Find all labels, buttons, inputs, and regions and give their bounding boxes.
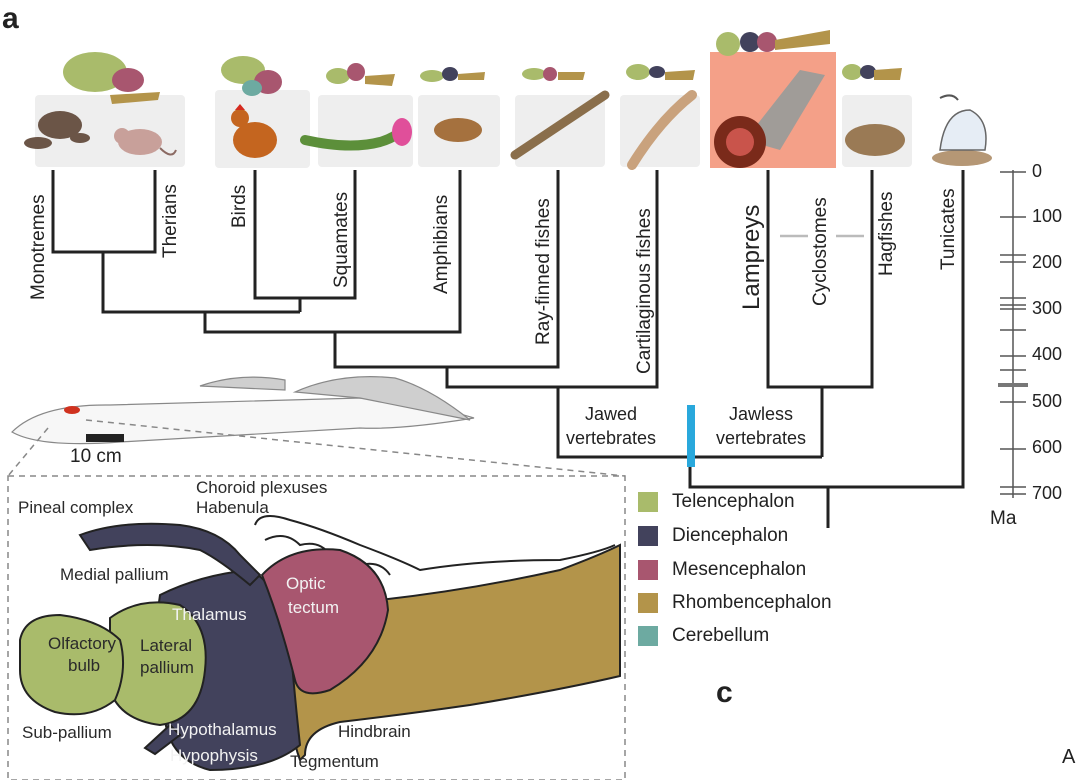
taxon-label-tunicates: Tunicates [938,188,959,270]
label-pineal-complex: Pineal complex [18,498,134,517]
frog-illustration [434,118,482,142]
taxon-label-lampreys: Lampreys [738,204,765,310]
scale-tick-0: 0 [1032,161,1043,181]
lizard-brain [326,63,395,86]
taxon-label-squamates: Squamates [331,191,352,288]
panel-letter-c: c [716,676,733,709]
brain-schematic [19,515,621,772]
legend-label: Telencephalon [672,491,795,512]
tunicate-illustration [932,94,992,166]
rayfinned-fish-illustration [510,90,610,160]
label-olfactory-bulb-line1: Olfactory [48,634,117,653]
clade-label-jawed: Jawed vertebrates [566,404,657,448]
label-thalamus: Thalamus [172,605,247,624]
legend-label: Cerebellum [672,625,770,646]
legend-swatch [638,626,658,646]
taxon-label-hagfishes: Hagfishes [876,191,897,277]
legend-item-cerebellum: Cerebellum [638,625,769,647]
label-optic-tectum-line2: tectum [288,598,340,617]
inset-frame [7,419,626,780]
scale-tick-300: 300 [1032,298,1063,318]
label-hindbrain: Hindbrain [338,722,411,741]
panel-letter-a: a [2,2,19,35]
label-olfactory-bulb-line2: bulb [68,656,101,675]
legend-label: Rhombencephalon [672,592,832,613]
legend-item-telencephalon: Telencephalon [638,491,795,513]
label-hypophysis: Hypophysis [170,746,258,765]
shark-illustration [627,90,697,170]
legend-item-diencephalon: Diencephalon [638,525,788,547]
taxon-label-cyclostomes: Cyclostomes [810,197,831,306]
bird-illustration [231,104,277,158]
label-lateral-pallium-line1: Lateral [140,636,192,655]
time-scale [1000,170,1026,498]
lamprey-illustration [714,70,825,168]
taxon-label-cartilaginous: Cartilaginous fishes [634,208,655,374]
scale-tick-200: 200 [1032,252,1063,272]
scale-tick-700: 700 [1032,483,1063,503]
legend-swatch [638,492,658,512]
shark-brain [626,64,695,80]
hagfish-brain [842,64,902,80]
scale-bar [86,434,124,442]
legend-swatch [638,560,658,580]
calibration-bar [687,405,695,467]
rodent-illustration [114,128,177,156]
taxon-label-therians: Therians [160,184,181,258]
scale-tick-100: 100 [1032,206,1063,226]
legend-swatch [638,526,658,546]
lamprey-brain [716,30,830,56]
legend-item-rhombencephalon: Rhombencephalon [638,592,832,614]
label-habenula: Habenula [196,498,269,517]
label-choroid-plexuses: Choroid plexuses [196,478,328,497]
legend-swatch [638,593,658,613]
corner-mark: A [1062,746,1076,768]
rayfinned-brain [522,67,585,81]
lizard-illustration [300,118,412,151]
scale-tick-500: 500 [1032,391,1063,411]
label-optic-tectum-line1: Optic [286,574,326,593]
taxon-label-rayfinned: Ray-finned fishes [533,198,554,345]
legend-label: Mesencephalon [672,559,807,580]
platypus-illustration [24,111,90,149]
legend-item-mesencephalon: Mesencephalon [638,559,806,581]
label-sub-pallium: Sub-pallium [22,723,112,742]
scale-tick-600: 600 [1032,437,1063,457]
taxon-label-monotremes: Monotremes [28,194,49,300]
bird-brain [221,56,282,96]
mammal-brain [63,52,160,104]
label-lateral-pallium-line2: pallium [140,658,194,677]
label-medial-pallium: Medial pallium [60,565,169,584]
label-tegmentum: Tegmentum [290,752,379,771]
time-scale-highlight [998,383,1028,387]
label-hypothalamus: Hypothalamus [168,720,277,739]
clade-label-jawless: Jawless vertebrates [716,404,807,448]
hagfish-illustration [845,124,905,156]
phylogenetic-tree [51,170,965,528]
lamprey-brain-marker [64,406,80,414]
lamprey-outline [11,376,475,445]
scale-unit: Ma [990,508,1017,529]
legend-label: Diencephalon [672,525,789,546]
taxon-label-amphibians: Amphibians [431,194,452,294]
taxon-label-birds: Birds [229,184,250,228]
scale-bar-label: 10 cm [70,446,122,467]
frog-brain [420,67,485,82]
scale-tick-400: 400 [1032,344,1063,364]
